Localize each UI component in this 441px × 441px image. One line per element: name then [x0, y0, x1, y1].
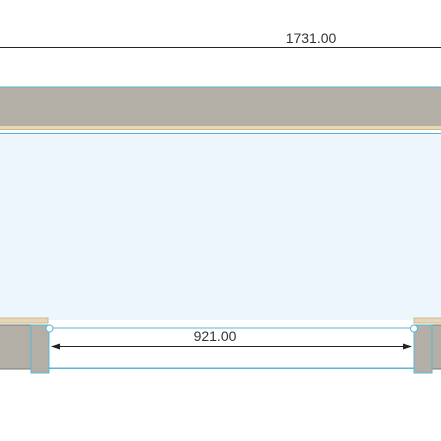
overall-dimension-label[interactable]: 1731.00	[286, 30, 337, 46]
opening-dimension-label[interactable]: 921.00	[194, 328, 237, 344]
bottom-wall-left-trim	[0, 317, 49, 324]
arrowhead-left-icon	[51, 343, 60, 350]
arrowhead-right-icon	[403, 343, 412, 350]
opening-handle-left[interactable]	[45, 324, 54, 333]
wall-opening[interactable]	[45, 324, 418, 369]
door-jamb-right[interactable]	[413, 324, 433, 374]
opening-handle-right[interactable]	[410, 324, 418, 333]
door-jamb-left[interactable]	[30, 324, 50, 374]
bottom-wall-right-trim	[413, 317, 441, 324]
room-floor-area	[0, 134, 441, 320]
top-wall-trim	[0, 126, 441, 129]
bottom-wall-left[interactable]	[0, 317, 50, 374]
opening-dimension	[51, 343, 412, 350]
bottom-wall-right[interactable]	[413, 317, 441, 374]
top-wall[interactable]	[0, 86, 441, 134]
top-wall-body[interactable]	[0, 86, 441, 128]
bottom-wall-left-body[interactable]	[0, 324, 33, 370]
